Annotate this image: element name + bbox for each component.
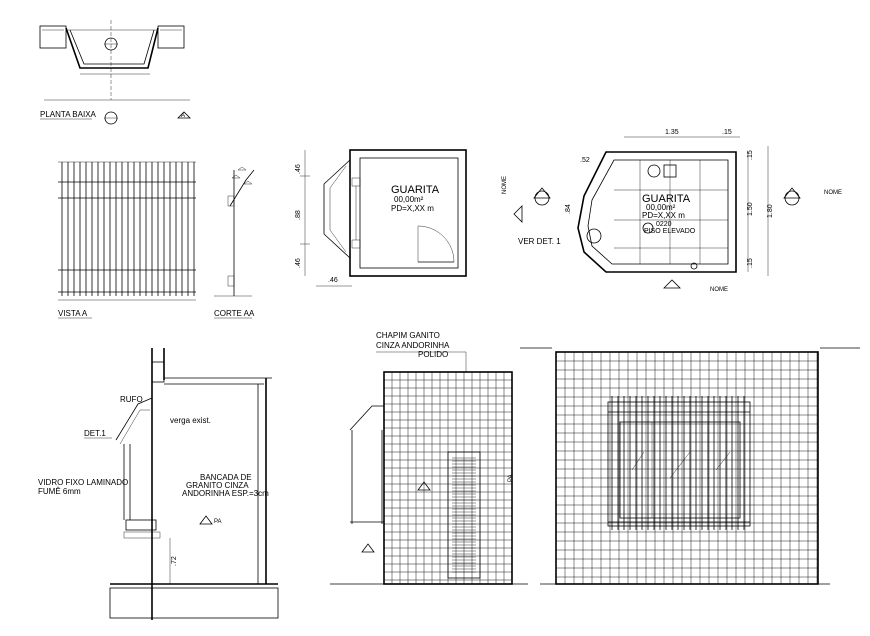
section-vidro-line1: VIDRO FIXO LAMINADO (38, 478, 128, 487)
guarita-right-pd: PD=X,XX m (642, 211, 685, 220)
section-vidro-line2: FUMÊ 6mm (38, 487, 81, 496)
guarita-right-area: 00,00m² (646, 203, 676, 212)
guarita-left-pd: PD=X,XX m (391, 204, 434, 213)
section-bancada-line3: ANDORINHA ESP.=3cm (182, 489, 269, 498)
guarita-right-dim-right-total: 1.80 (767, 204, 774, 218)
section-dim-72: .72 (171, 556, 178, 566)
guarita-right-dim-left: .84 (565, 204, 572, 214)
guarita-right-title: GUARITA (642, 193, 691, 205)
vista-a-view: VISTA A (58, 161, 196, 319)
facade-view: CHAPIM GANITO CINZA ANDORINHA POLIDO PA (330, 331, 528, 585)
guarita-right-nome-right: NOME (824, 190, 842, 196)
facade-chapim-line2: CINZA ANDORINHA (376, 341, 450, 350)
planta-baixa-view: PLANTA BAIXA A (39, 20, 191, 125)
guarita-left-dim-bottom: .46 (295, 258, 302, 268)
guarita-right-dim-right-mid: 1.50 (747, 202, 754, 216)
vista-a-title: VISTA A (58, 309, 88, 318)
corte-aa-title: CORTE AA (214, 309, 255, 318)
guarita-left-dim-horizontal: .46 (328, 277, 338, 284)
corte-aa-view: CORTE AA (214, 166, 255, 319)
guarita-right-extra-line2: PISO ELEVADO (644, 228, 696, 235)
guarita-right-dim-right-bottom: .15 (747, 258, 754, 268)
section-bancada-line2: GRANITO CINZA (186, 481, 249, 490)
facade-chapim-line1: CHAPIM GANITO (376, 331, 440, 340)
guarita-right-nome-left: NOME (502, 176, 508, 194)
section-verga-label: verga exist. (170, 416, 211, 425)
guarita-right-dim-top: 1.35 (665, 129, 679, 136)
planta-baixa-title: PLANTA BAIXA (40, 110, 97, 119)
guarita-right-dim-diag: .52 (580, 157, 590, 164)
guarita-plan-left: GUARITA 00,00m² PD=X,XX m .46 .88 .46 .4… (295, 149, 467, 287)
facade-chapim-line3: POLIDO (418, 350, 448, 359)
guarita-right-nome-bottom: NOME (710, 287, 728, 293)
guarita-right-dim-top-small: .15 (722, 129, 732, 136)
section-bancada-line1: BANCADA DE (200, 473, 252, 482)
guarita-plan-right: GUARITA 00,00m² PD=X,XX m 0220 PISO ELEV… (502, 129, 842, 293)
planta-baixa-section-marker: A (181, 113, 185, 119)
guarita-left-title: GUARITA (391, 184, 440, 196)
section-det1-label: DET.1 (84, 429, 106, 438)
facade-marker-pa: PA (508, 474, 514, 482)
elevation-view (520, 347, 860, 585)
guarita-left-area: 00,00m² (394, 195, 424, 204)
section-level-pa: PA (214, 519, 222, 525)
guarita-left-dim-top: .46 (295, 164, 302, 174)
section-rufo-label: RUFO (120, 395, 143, 404)
guarita-left-dim-mid: .88 (295, 210, 302, 220)
guarita-right-ver-det: VER DET. 1 (518, 237, 561, 246)
guarita-right-dim-right-top: .15 (747, 150, 754, 160)
section-cut-view: RUFO verga exist. DET.1 VIDRO FIXO LAMIN… (38, 348, 279, 620)
guarita-right-extra-line1: 0220 (656, 221, 672, 228)
